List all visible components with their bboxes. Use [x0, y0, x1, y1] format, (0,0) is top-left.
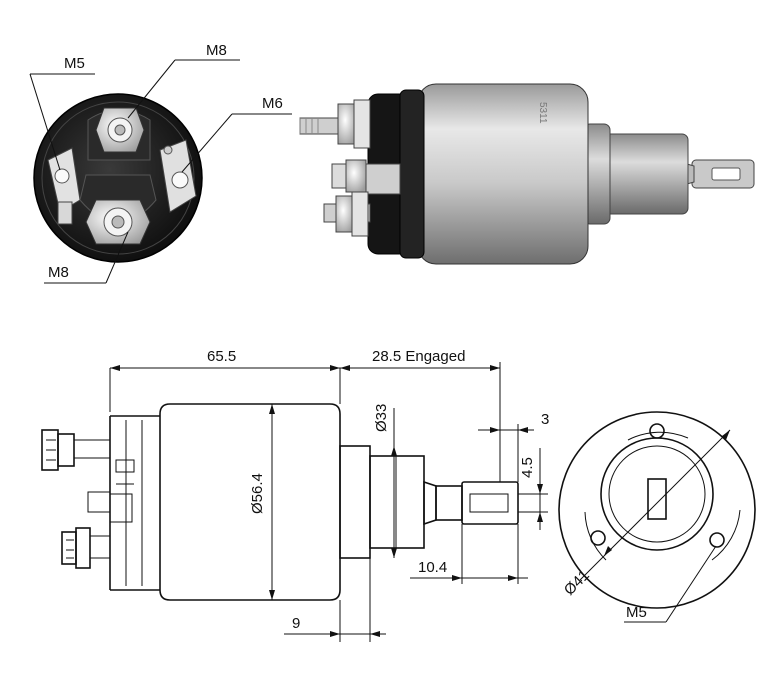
- stud-m8-bottom: [85, 199, 151, 245]
- callout-m8-top-label: M8: [206, 42, 227, 59]
- dim-length-label: 65.5: [207, 348, 236, 365]
- dim-plunger-diameter-label: Ø33: [373, 404, 390, 432]
- stud-m8-top: [95, 107, 145, 153]
- dim-stroke-label: 28.5 Engaged: [372, 348, 465, 365]
- dimension-lines: [109, 362, 548, 642]
- front-view-drawing: [558, 411, 756, 623]
- terminal-m5: [47, 147, 81, 225]
- callout-m6-label: M6: [262, 95, 283, 112]
- dim-tab-thickness-label: 3: [541, 411, 549, 428]
- dim-body-diameter-label: Ø56.4: [249, 473, 266, 514]
- solenoid-side-photo: 5311: [299, 83, 755, 265]
- svg-text:5311: 5311: [537, 102, 548, 124]
- terminal-m6: [159, 139, 197, 213]
- callout-m5-label: M5: [64, 55, 85, 72]
- dim-flange-offset-label: 9: [292, 615, 300, 632]
- dim-slot-width-label: 4.5: [519, 457, 536, 478]
- terminal-cap-photo: [33, 93, 203, 263]
- photo-callouts: [29, 59, 292, 284]
- dim-tab-length-label: 10.4: [418, 559, 447, 576]
- dim-mount-thread-label: M5: [626, 604, 647, 621]
- callout-m8-bottom-label: M8: [48, 264, 69, 281]
